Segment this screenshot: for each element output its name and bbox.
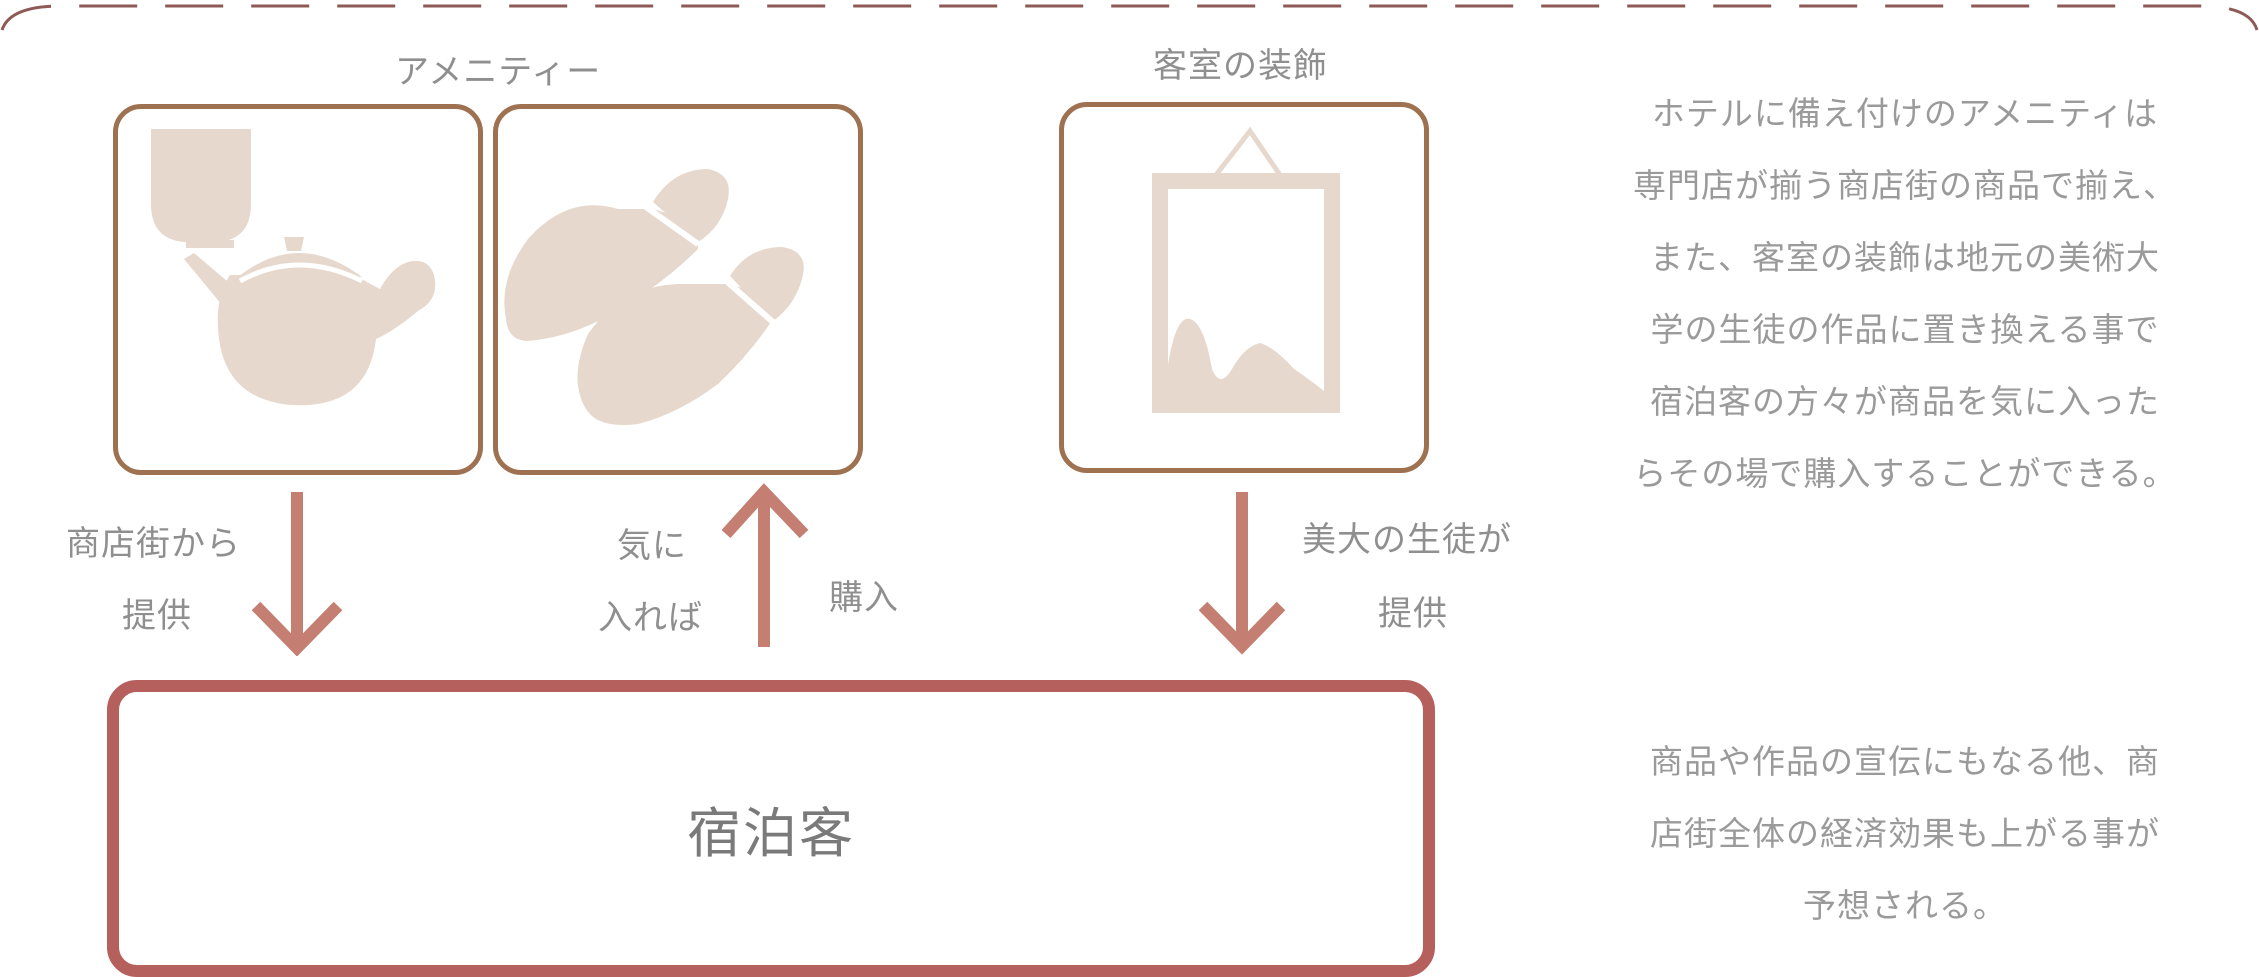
arrow-down-right: [1198, 492, 1286, 655]
middle-arrow-side-label: 購入: [829, 578, 899, 618]
description-line: 学の生徒の作品に置き換える事で: [1650, 310, 2160, 349]
amenity-header: アメニティー: [395, 52, 602, 92]
left-arrow-label-line1: 商店街から: [66, 524, 241, 564]
framed-picture-icon: [1152, 126, 1340, 413]
description-line: 宿泊客の方々が商品を気に入った: [1650, 382, 2160, 421]
decor-card-artwork: [1059, 102, 1429, 473]
arrow-down-left: [251, 492, 343, 656]
guest-box: 宿泊客: [107, 680, 1435, 977]
description-bottom: 商品や作品の宣伝にもなる他、商 店街全体の経済効果も上がる事が 予想される。: [1585, 726, 2225, 942]
arrow-up-middle: [722, 483, 809, 647]
right-arrow-label-line1: 美大の生徒が: [1302, 520, 1512, 560]
description-line: らその場で購入することができる。: [1633, 454, 2177, 493]
description-line: 専門店が揃う商店街の商品で揃え、: [1633, 166, 2177, 205]
middle-arrow-label-line1: 気に: [617, 526, 687, 566]
amenity-card-tea-set: [113, 104, 483, 475]
slippers-icon: [504, 169, 804, 425]
description-line: また、客室の装飾は地元の美術大: [1650, 238, 2160, 277]
description-top: ホテルに備え付けのアメニティは 専門店が揃う商店街の商品で揃え、 また、客室の装…: [1585, 78, 2225, 510]
teapot-and-cup-icon: [151, 129, 436, 406]
amenity-card-slippers: [493, 104, 863, 475]
description-line: 商品や作品の宣伝にもなる他、商: [1650, 742, 2160, 781]
middle-arrow-label-line2: 入れば: [598, 598, 703, 638]
left-arrow-label-line2: 提供: [122, 596, 192, 636]
description-line: 予想される。: [1803, 886, 2007, 925]
decor-header: 客室の装飾: [1153, 46, 1328, 86]
right-arrow-label-line2: 提供: [1378, 594, 1448, 634]
description-line: ホテルに備え付けのアメニティは: [1651, 94, 2159, 133]
description-line: 店街全体の経済効果も上がる事が: [1650, 814, 2160, 853]
guest-label: 宿泊客: [687, 802, 855, 865]
